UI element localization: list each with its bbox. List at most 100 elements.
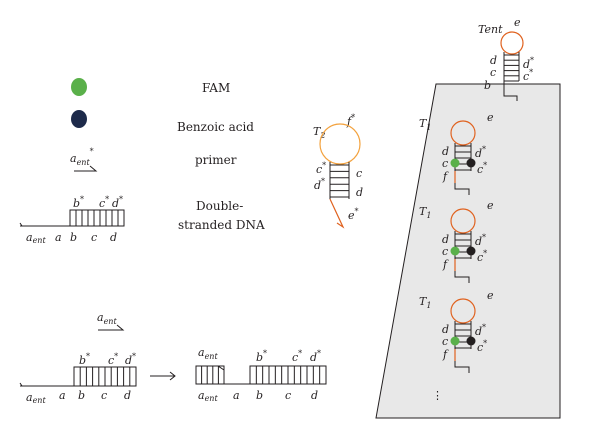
after-bottom-b: b xyxy=(256,389,263,402)
t1-left-d: d xyxy=(442,323,449,336)
tent-hairpin: Tent e d c b d* c* xyxy=(478,16,534,101)
dsdna-top-b: b* xyxy=(73,195,84,210)
tent-name: Tent xyxy=(478,23,503,36)
t1-left-d: d xyxy=(442,145,449,158)
after-top-d: d* xyxy=(310,349,321,364)
panel-ellipsis: ⋮ xyxy=(432,389,443,402)
tent-right-c: c* xyxy=(523,68,533,83)
t2-hairpin: T2 f* c* d* c d e* xyxy=(313,113,363,229)
primer-symbol: aent* xyxy=(70,147,94,167)
dsdna-top-d: d* xyxy=(112,195,123,210)
dsdna-bottom-d: d xyxy=(110,231,117,244)
before-bottom-a: a xyxy=(59,389,66,402)
dsdna-legend-figure: b* c* d* aent a b c d xyxy=(19,195,125,245)
t1-anchor xyxy=(454,271,470,283)
after-top-b: b* xyxy=(256,349,267,364)
t2-loop xyxy=(319,123,361,165)
surface-panel: Tent e d c b d* c* T1edcfd*c*T1edcfd*c*T… xyxy=(375,16,561,419)
tent-anchor xyxy=(503,90,518,101)
t1-left-f: f xyxy=(442,170,449,183)
reaction-arrow xyxy=(150,371,176,381)
dsdna-label-line2: stranded DNA xyxy=(178,218,265,232)
dsdna-label-line1: Double- xyxy=(196,199,243,213)
tent-left-b: b xyxy=(484,79,491,92)
before-bottom-aent: aent xyxy=(26,391,46,405)
tent-loop-label: e xyxy=(514,16,521,29)
tent-left-c: c xyxy=(490,66,496,79)
before-top-d: d* xyxy=(125,352,136,367)
t1-left-c: c xyxy=(442,245,448,258)
tent-right-d: d* xyxy=(523,56,534,71)
t1-loop-label: e xyxy=(487,289,494,302)
tent-rungs xyxy=(504,54,519,82)
primer-arrow xyxy=(74,165,98,172)
after-primer-hook xyxy=(196,365,225,371)
t1-anchor xyxy=(454,183,470,195)
tent-left-d: d xyxy=(490,54,497,67)
after-top-c: c* xyxy=(292,349,302,364)
benzoic-acid-dot xyxy=(466,158,476,168)
t1-left-d: d xyxy=(442,233,449,246)
t1-left-c: c xyxy=(442,335,448,348)
fam-dot xyxy=(450,336,460,346)
t2-stem-right-d: d xyxy=(356,186,363,199)
t2-tail xyxy=(329,198,345,229)
dsdna-bottom-b: b xyxy=(70,231,77,244)
before-bottom-d: d xyxy=(124,389,131,402)
t1-right-c: c* xyxy=(477,249,487,264)
fam-dot xyxy=(71,78,87,96)
t1-right-c: c* xyxy=(477,339,487,354)
dsdna-bottom-aent: aent xyxy=(26,231,46,245)
t1-left-c: c xyxy=(442,157,448,170)
t1-name: T1 xyxy=(419,295,431,310)
t1-loop xyxy=(450,120,476,146)
t1-right-d: d* xyxy=(475,145,486,160)
t1-loop xyxy=(450,208,476,234)
t1-loop-label: e xyxy=(487,111,494,124)
after-primer-label: aent xyxy=(198,346,218,361)
fam-dot xyxy=(450,246,460,256)
t2-rungs xyxy=(330,164,349,198)
t1-right-d: d* xyxy=(475,233,486,248)
before-rungs xyxy=(79,367,131,386)
after-rungs xyxy=(255,366,321,384)
fam-label: FAM xyxy=(202,81,230,95)
legend: FAM Benzoic acid aent* primer b* c* d* a… xyxy=(19,78,265,245)
after-bottom-c: c xyxy=(285,389,291,402)
before-bottom-b: b xyxy=(78,389,85,402)
before-bottom-c: c xyxy=(101,389,107,402)
before-primer-label: aent xyxy=(97,311,117,326)
after-bottom-aent: aent xyxy=(198,389,218,403)
after-bottom-d: d xyxy=(311,389,318,402)
after-primer-rungs xyxy=(201,366,219,384)
reaction-after: aent b* c* d* aent a b c d xyxy=(195,346,327,403)
t1-name: T1 xyxy=(419,205,431,220)
benzoic-acid-dot xyxy=(466,246,476,256)
before-primer-arrow xyxy=(98,324,125,331)
dsdna-top-c: c* xyxy=(99,195,109,210)
after-primer-duplex xyxy=(195,365,225,385)
t1-left-f: f xyxy=(442,258,449,271)
dsdna-bottom-c: c xyxy=(91,231,97,244)
primer-label: primer xyxy=(195,153,237,167)
fam-dot xyxy=(450,158,460,168)
t2-stem-right-c: c xyxy=(356,167,362,180)
benzoic-acid-label: Benzoic acid xyxy=(177,120,254,134)
t1-anchor xyxy=(454,361,470,373)
t2-loop-label: f* xyxy=(346,113,355,128)
dsdna-duplex-box xyxy=(69,209,125,227)
t2-stem-left-c: c* xyxy=(316,161,326,176)
before-top-b: b* xyxy=(79,352,90,367)
before-top-c: c* xyxy=(108,352,118,367)
dsdna-rungs xyxy=(75,210,119,226)
benzoic-acid-dot xyxy=(71,110,87,128)
benzoic-acid-dot xyxy=(466,336,476,346)
t1-right-c: c* xyxy=(477,161,487,176)
tent-loop xyxy=(500,31,524,55)
